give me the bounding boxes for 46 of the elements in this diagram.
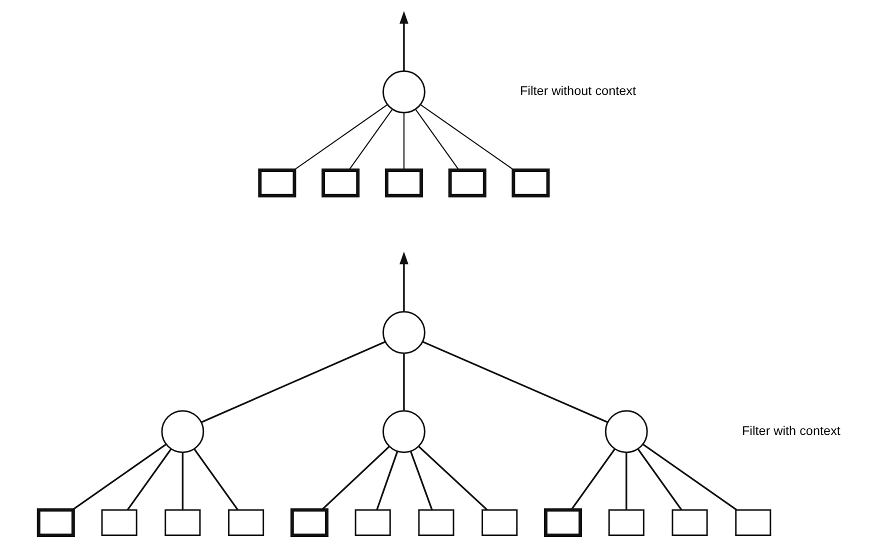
connector <box>126 448 172 510</box>
arrow <box>399 252 408 312</box>
node-circle <box>604 410 648 454</box>
connector <box>200 341 385 423</box>
connector <box>625 452 627 510</box>
node-circle <box>382 410 425 454</box>
connector <box>414 108 460 171</box>
node-box <box>36 508 74 538</box>
connector <box>320 446 390 510</box>
connector <box>642 444 737 511</box>
connector <box>420 104 514 171</box>
connector <box>376 451 398 510</box>
node-box <box>448 168 486 198</box>
node-box <box>384 168 422 198</box>
node-box <box>100 509 137 536</box>
node-box <box>511 168 550 198</box>
node-circle <box>382 70 425 114</box>
node-box <box>164 509 200 536</box>
node-box <box>321 168 360 198</box>
node-box <box>290 508 328 538</box>
connector <box>409 451 432 510</box>
node-box <box>228 509 264 536</box>
node-circle <box>382 310 425 354</box>
node-box <box>354 509 390 536</box>
label: Filter without context <box>519 84 636 98</box>
connector <box>192 448 238 510</box>
node-box <box>734 509 771 536</box>
node-circle <box>160 410 204 454</box>
connector <box>422 340 608 424</box>
connector <box>181 452 184 510</box>
node-box <box>543 508 582 538</box>
node-box <box>608 509 644 536</box>
label: Filter with context <box>741 424 840 438</box>
connector <box>402 353 404 410</box>
node-box <box>481 509 518 536</box>
connector <box>292 104 388 171</box>
node-box <box>258 168 296 198</box>
node-box <box>418 509 454 536</box>
arrow <box>399 11 408 71</box>
connector <box>418 446 488 510</box>
connector <box>570 448 616 510</box>
connector <box>348 108 392 171</box>
connector <box>402 112 404 170</box>
connector <box>636 448 682 510</box>
node-box <box>671 509 708 536</box>
connector <box>71 444 166 511</box>
